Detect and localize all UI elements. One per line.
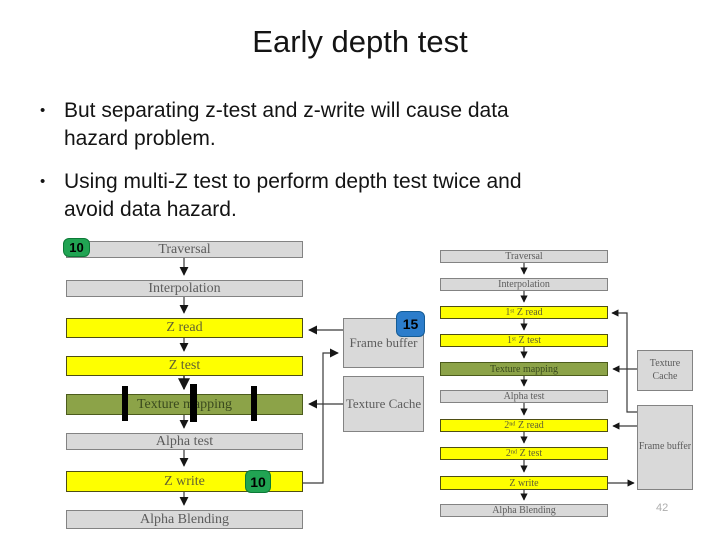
stage-1st-z-read: 1ˢᵗ Z read bbox=[440, 306, 608, 319]
stall-bar bbox=[251, 386, 257, 421]
stage-alpha-blending-2: Alpha Blending bbox=[440, 504, 608, 517]
stage-z-test: Z test bbox=[66, 356, 303, 376]
bullet-line: avoid data hazard. bbox=[64, 198, 237, 221]
stall-bar bbox=[190, 384, 197, 422]
bullet-marker-icon: • bbox=[40, 102, 46, 119]
page-number: 42 bbox=[656, 502, 669, 514]
bullet-item: • Using multi-Z test to perform depth te… bbox=[40, 168, 660, 224]
frame-buffer-box: Frame buffer bbox=[343, 318, 424, 368]
stage-alpha-test: Alpha test bbox=[66, 433, 303, 450]
bullet-line: But separating z-test and z-write will c… bbox=[64, 99, 509, 122]
bullet-marker-icon: • bbox=[40, 173, 46, 190]
texture-cache-box-2: Texture Cache bbox=[637, 350, 693, 391]
stage-interpolation: Interpolation bbox=[66, 280, 303, 297]
bullet-list: • But separating z-test and z-write will… bbox=[40, 97, 660, 239]
stage-alpha-test-2: Alpha test bbox=[440, 390, 608, 403]
stage-traversal: Traversal bbox=[66, 241, 303, 258]
badge-10-traversal: 10 bbox=[63, 238, 90, 257]
bullet-line: hazard problem. bbox=[64, 127, 216, 150]
texture-cache-box: Texture Cache bbox=[343, 376, 424, 432]
stage-z-write: Z write bbox=[66, 471, 303, 492]
badge-15-frame-buffer: 15 bbox=[396, 311, 425, 337]
stage-z-write-2: Z write bbox=[440, 476, 608, 490]
stage-texture-mapping: Texture mapping bbox=[66, 394, 303, 415]
stage-traversal-2: Traversal bbox=[440, 250, 608, 263]
stage-2nd-z-test: 2ⁿᵈ Z test bbox=[440, 447, 608, 460]
frame-buffer-box-2: Frame buffer bbox=[637, 405, 693, 490]
slide-title: Early depth test bbox=[252, 24, 468, 59]
stage-z-read: Z read bbox=[66, 318, 303, 338]
bullet-line: Using multi-Z test to perform depth test… bbox=[64, 170, 522, 193]
stage-1st-z-test: 1ˢᵗ Z test bbox=[440, 334, 608, 347]
badge-10-z-write: 10 bbox=[245, 470, 271, 493]
stage-alpha-blending: Alpha Blending bbox=[66, 510, 303, 529]
stage-texture-mapping-2: Texture mapping bbox=[440, 362, 608, 376]
stage-2nd-z-read: 2ⁿᵈ Z read bbox=[440, 419, 608, 432]
bullet-item: • But separating z-test and z-write will… bbox=[40, 97, 660, 153]
stage-interpolation-2: Interpolation bbox=[440, 278, 608, 291]
bullet-text: Using multi-Z test to perform depth test… bbox=[64, 168, 522, 224]
stall-bar bbox=[122, 386, 128, 421]
bullet-text: But separating z-test and z-write will c… bbox=[64, 97, 509, 153]
